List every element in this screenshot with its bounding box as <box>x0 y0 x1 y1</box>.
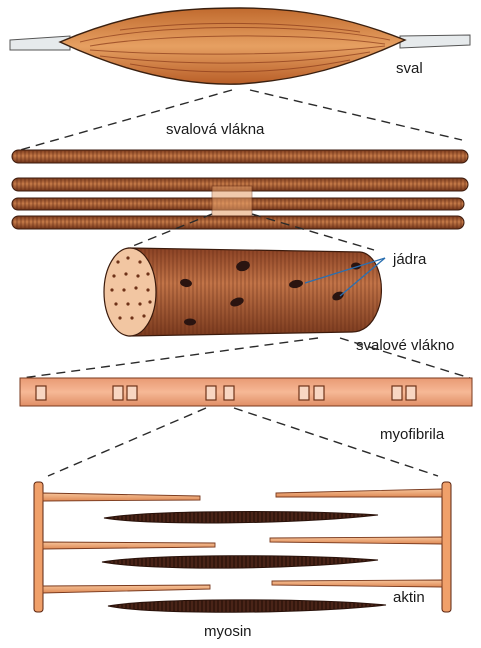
myosin-filament <box>102 556 378 568</box>
tendon-right <box>400 35 470 48</box>
z-disc-left <box>34 482 43 612</box>
label-myosin: myosin <box>204 623 252 640</box>
sarcomere <box>34 482 451 612</box>
actin-filament <box>272 580 442 587</box>
actin-filaments <box>43 489 442 593</box>
muscle-fiber-cylinder <box>104 248 385 336</box>
z-disc-right <box>442 482 451 612</box>
myofibril <box>20 378 472 406</box>
zoom-line <box>250 90 462 140</box>
actin-filament <box>43 542 215 549</box>
label-muscle-fiber: svalové vlákno <box>356 337 454 354</box>
actin-filament <box>276 489 442 497</box>
cylinder-cross-section <box>104 248 156 336</box>
myofibril-strand <box>20 378 472 406</box>
actin-filament <box>43 493 200 501</box>
muscle-fibers <box>12 150 468 229</box>
actin-filament <box>270 537 442 544</box>
label-myofibril: myofibrila <box>380 426 445 443</box>
myosin-filament <box>104 512 378 523</box>
nucleus <box>184 319 196 326</box>
actin-filament <box>43 585 210 593</box>
zoom-line <box>20 90 232 150</box>
label-muscle-fibers: svalová vlákna <box>166 121 265 138</box>
zoom-line <box>48 408 206 476</box>
fiber-highlight-segment <box>212 186 252 216</box>
zoom-line <box>22 338 318 378</box>
label-actin: aktin <box>393 589 425 606</box>
myosin-filament <box>108 600 386 612</box>
label-muscle: sval <box>396 60 423 77</box>
muscle-belly <box>60 8 405 84</box>
label-nuclei: jádra <box>392 251 427 268</box>
myosin-filaments <box>102 512 386 613</box>
